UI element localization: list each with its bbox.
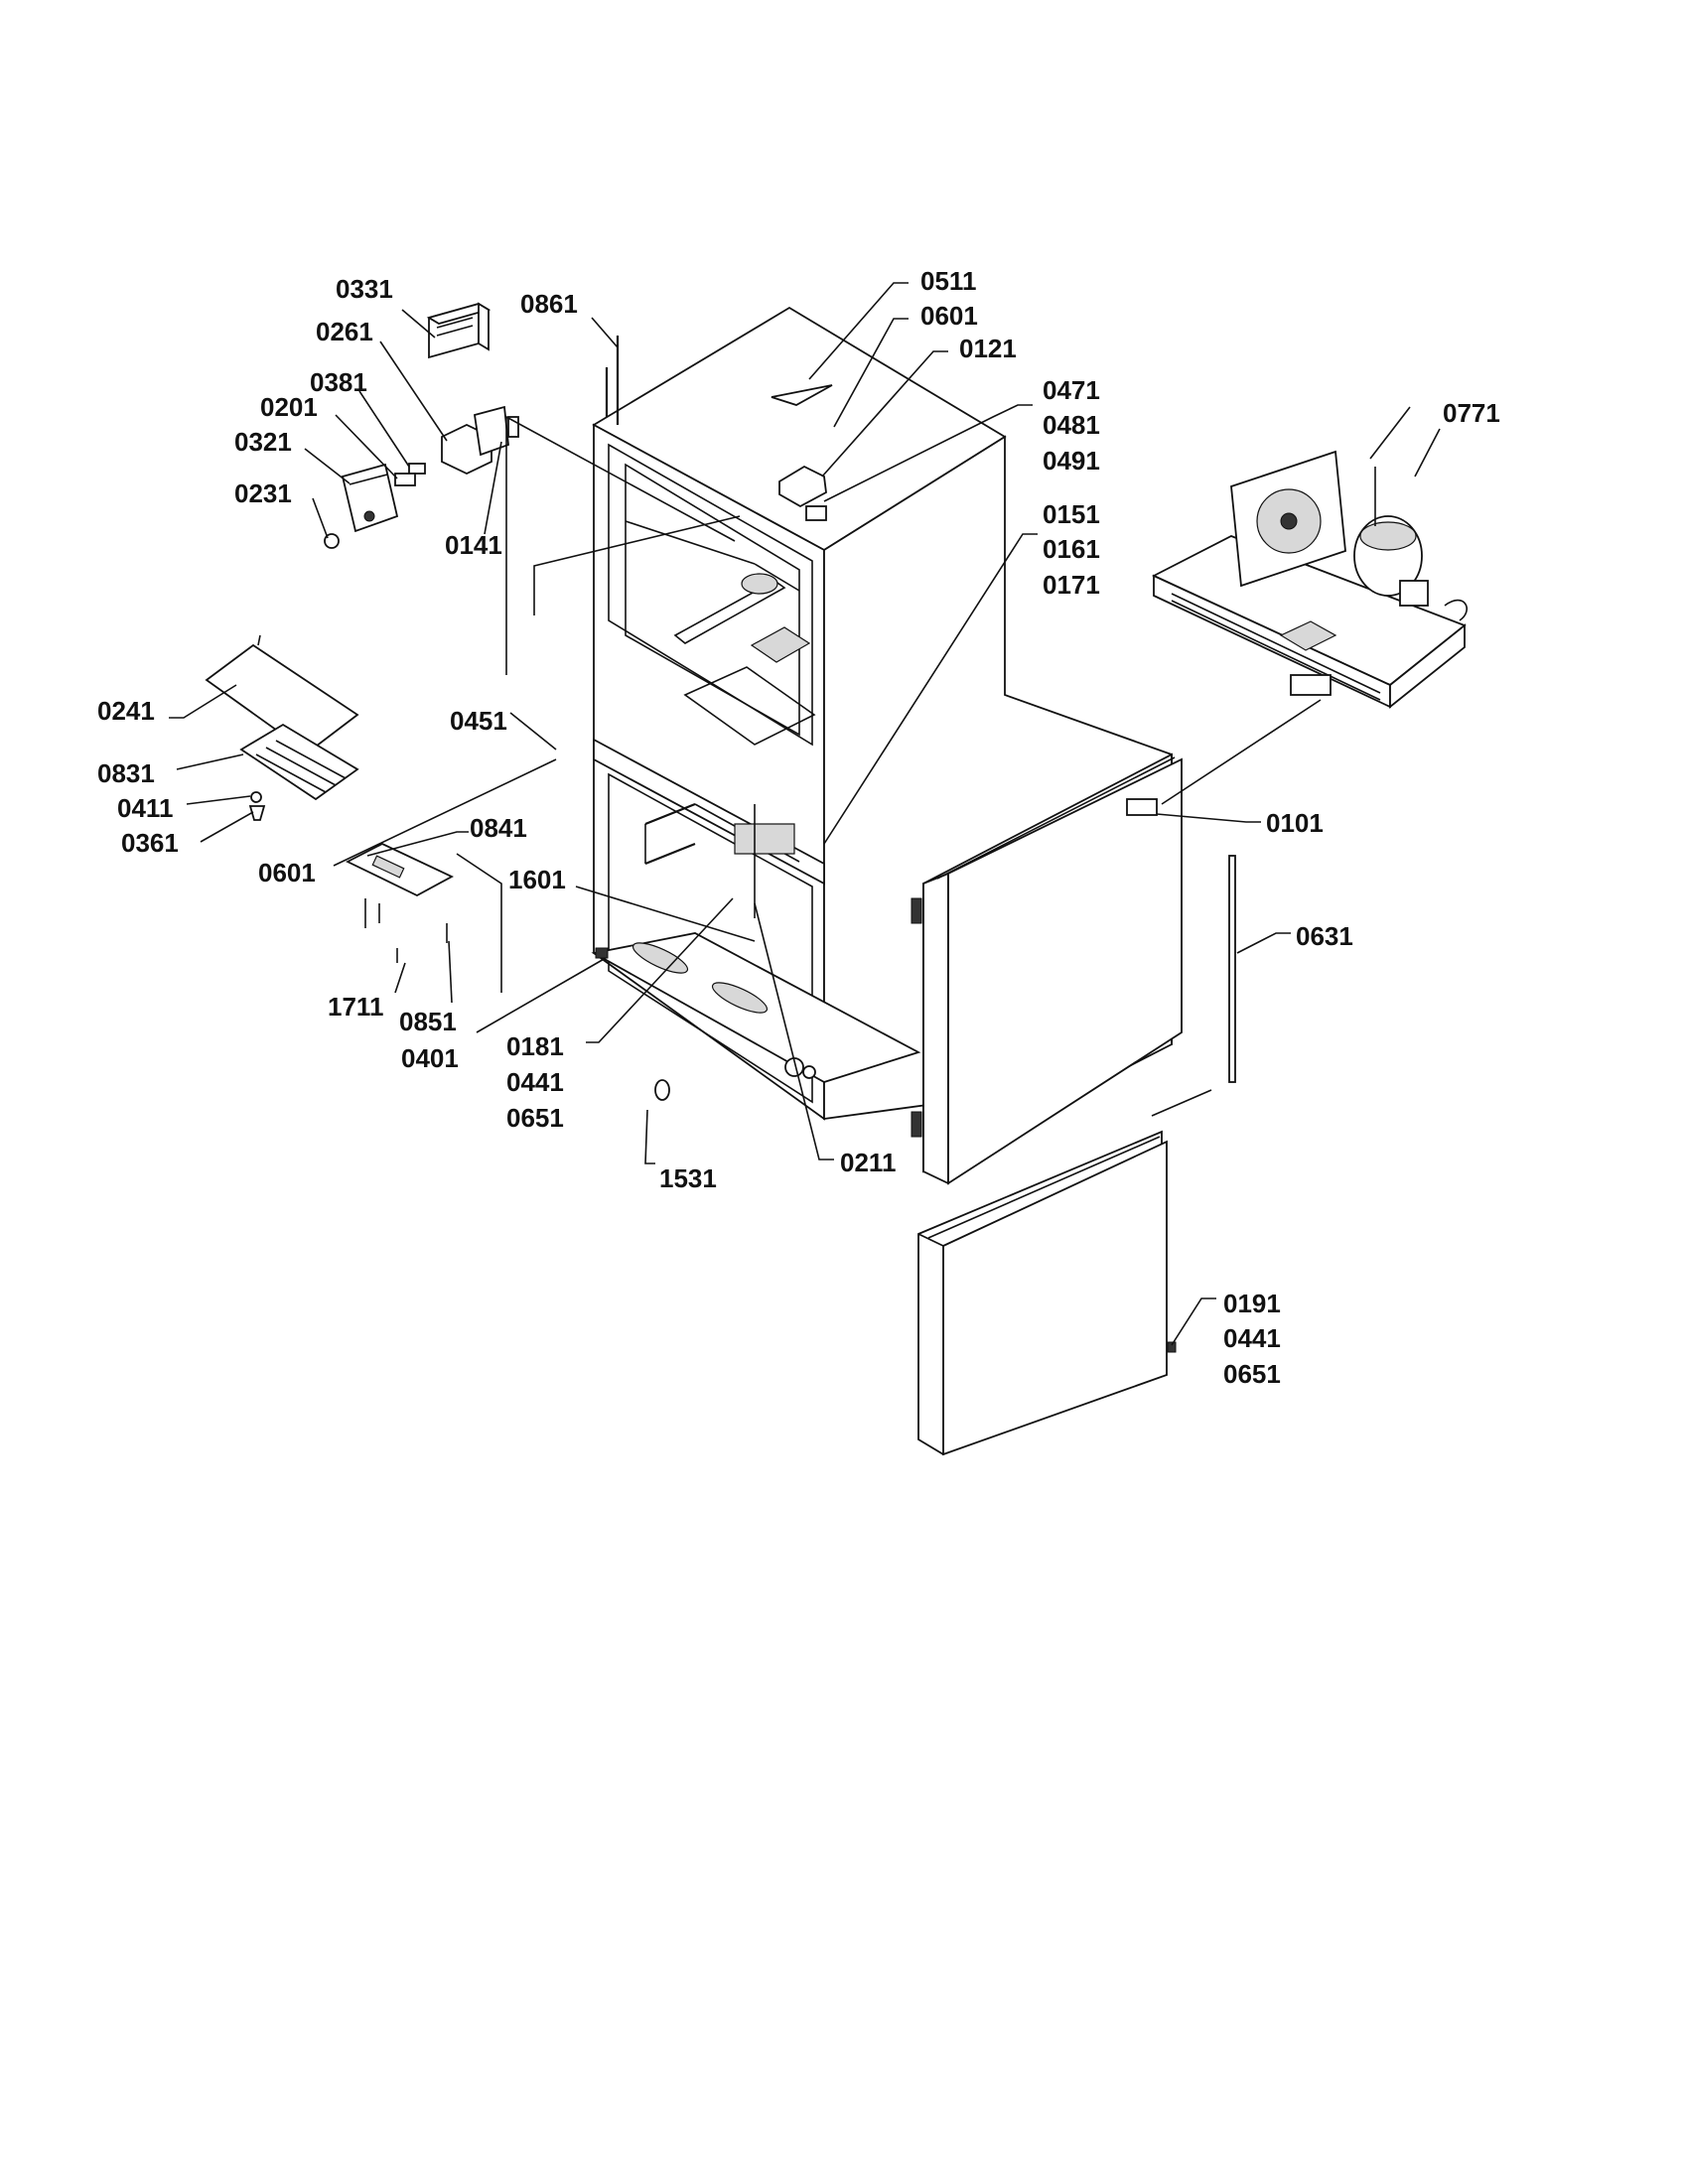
label-0361: 0361: [121, 828, 179, 858]
label-0401: 0401: [401, 1043, 459, 1073]
label-0331: 0331: [336, 274, 393, 304]
label-0411: 0411: [117, 793, 173, 823]
label-0601-left: 0601: [258, 858, 316, 887]
label-0201: 0201: [260, 392, 318, 422]
label-0241: 0241: [97, 696, 155, 726]
small-cap-part: [654, 1079, 670, 1101]
label-0231: 0231: [234, 478, 292, 508]
hinge-pin: [1167, 1341, 1177, 1353]
label-0851: 0851: [399, 1007, 457, 1036]
label-0381: 0381: [310, 367, 367, 397]
label-0161: 0161: [1043, 534, 1100, 564]
label-0181: 0181: [506, 1031, 564, 1061]
label-1711: 1711: [328, 992, 383, 1022]
label-0441-left: 0441: [506, 1067, 564, 1097]
label-0151: 0151: [1043, 499, 1100, 529]
label-0101: 0101: [1266, 808, 1324, 838]
upper-door: [911, 752, 1183, 1185]
label-0471: 0471: [1043, 375, 1100, 405]
label-0651-left: 0651: [506, 1103, 564, 1133]
label-0491: 0491: [1043, 446, 1100, 476]
label-0261: 0261: [316, 317, 373, 346]
label-0441-right: 0441: [1223, 1323, 1281, 1353]
part-labels: 0331 0261 0381 0201 0321 0231 0141 0861 …: [97, 266, 1500, 1389]
label-0651-right: 0651: [1223, 1359, 1281, 1389]
door-gasket-strip: [1228, 855, 1236, 1083]
label-0861: 0861: [520, 289, 578, 319]
label-0601-top: 0601: [920, 301, 978, 331]
control-assembly: [324, 302, 519, 549]
label-0631: 0631: [1296, 921, 1353, 951]
top-screws: [605, 336, 620, 425]
lower-freezer-door: [917, 1130, 1168, 1456]
label-0191: 0191: [1223, 1289, 1281, 1318]
label-0511: 0511: [920, 266, 976, 296]
label-0321: 0321: [234, 427, 292, 457]
label-0451: 0451: [450, 706, 507, 736]
leader-lines: [169, 282, 1441, 1346]
label-0771: 0771: [1443, 398, 1500, 428]
label-0121: 0121: [959, 334, 1017, 363]
label-0171: 0171: [1043, 570, 1100, 600]
machine-compartment-assembly: [1151, 406, 1469, 709]
top-hinge-assembly: [771, 384, 833, 521]
label-0841: 0841: [470, 813, 527, 843]
label-0831: 0831: [97, 758, 155, 788]
label-0211: 0211: [840, 1148, 896, 1177]
freezer-cover-and-grille: [205, 634, 359, 821]
label-0481: 0481: [1043, 410, 1100, 440]
label-1601: 1601: [508, 865, 566, 894]
label-0141: 0141: [445, 530, 502, 560]
label-1531: 1531: [659, 1163, 717, 1193]
bottom-bracket-plate: [345, 842, 454, 963]
